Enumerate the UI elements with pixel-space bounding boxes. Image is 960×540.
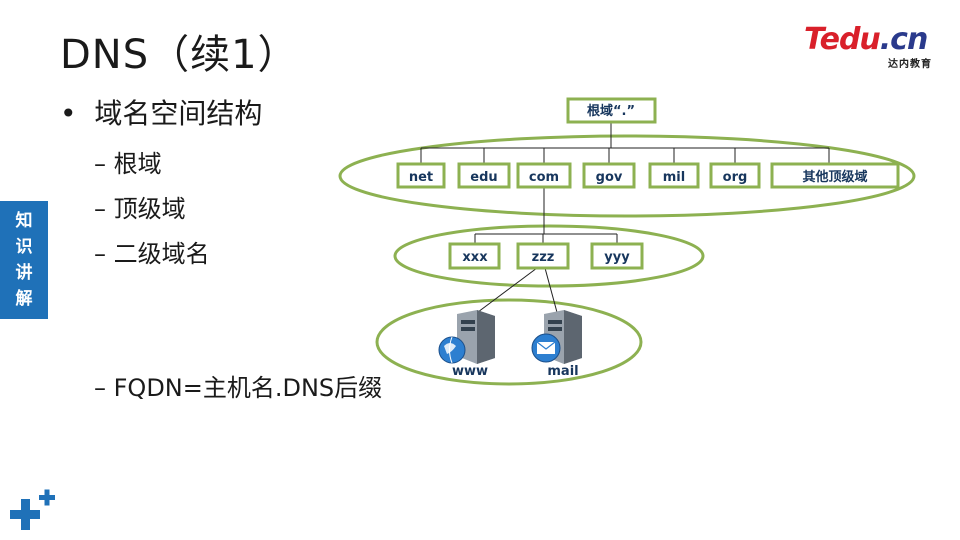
host-label-mail: mail (547, 364, 578, 379)
tld-node-edu (457, 162, 511, 189)
host-label-www: www (452, 364, 488, 379)
second-level-node-label: xxx (462, 250, 488, 265)
tld-node-label: mil (663, 170, 685, 185)
root-node-label: 根域“.” (587, 103, 635, 119)
second-level-ring (393, 224, 705, 288)
tld-node-org (709, 162, 761, 189)
logo-tld-text: .cn (879, 22, 929, 57)
slide-title: DNS（续1） (60, 32, 299, 78)
tld-node-other (770, 162, 900, 189)
tld-node-mil (648, 162, 700, 189)
second-level-node-xxx (448, 242, 501, 270)
host-ring (375, 298, 643, 386)
sub-item-root: – 根域 (94, 150, 162, 178)
sub-item-tld: – 顶级域 (94, 195, 186, 223)
side-tab-char: 讲 (15, 263, 33, 283)
tld-node-net (396, 162, 446, 189)
main-bullet: • 域名空间结构 (60, 92, 262, 132)
host-connector (544, 267, 559, 317)
tld-node-com (516, 162, 572, 189)
tld-node-label: 其他顶级域 (802, 169, 867, 185)
tld-node-gov (582, 162, 636, 189)
side-tab-char: 知 (15, 211, 33, 231)
logo-main-text: Tedu (804, 22, 881, 57)
tld-node-label: net (409, 170, 433, 185)
tld-node-label: gov (596, 170, 623, 185)
tld-ring (338, 134, 916, 218)
plus-decoration-icon (10, 489, 55, 530)
side-tab-char: 识 (15, 237, 33, 257)
host-connector (469, 267, 538, 319)
main-bullet-text: 域名空间结构 (94, 97, 263, 130)
second-level-node-label: zzz (532, 250, 555, 265)
second-level-node-label: yyy (604, 250, 630, 265)
mail-server-icon (531, 310, 582, 364)
sub-item-second-level: – 二级域名 (94, 240, 210, 268)
web-server-icon (438, 310, 495, 364)
logo-subtitle: 达内教育 (888, 59, 932, 70)
side-tab-knowledge: 知 识 讲 解 (0, 201, 48, 319)
second-level-node-yyy (590, 242, 644, 270)
tld-node-label: com (529, 170, 559, 185)
root-node (566, 97, 657, 124)
side-tab-char: 解 (15, 289, 33, 309)
tld-node-label: edu (470, 170, 497, 185)
bullet-dot-icon: • (60, 97, 95, 130)
tld-node-label: org (723, 170, 748, 185)
sub-item-fqdn: – FQDN=主机名.DNS后缀 (94, 374, 383, 402)
tedu-logo: Tedu.cn 达内教育 (804, 22, 934, 70)
second-level-node-zzz (516, 242, 570, 270)
